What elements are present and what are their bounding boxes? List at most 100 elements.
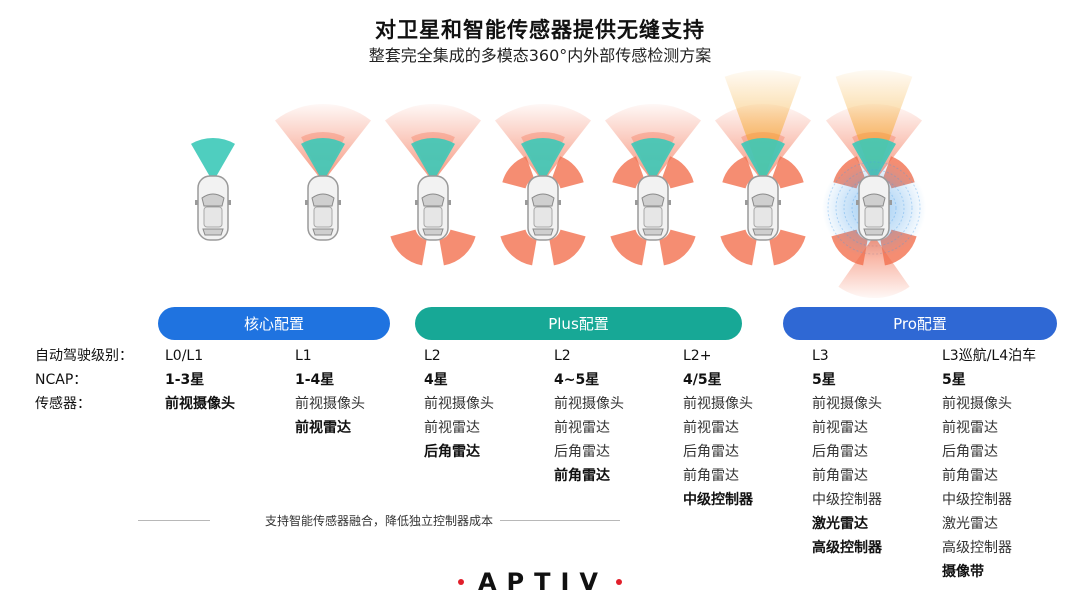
ncap-value: 4/5星 (683, 372, 722, 388)
car-windshield (311, 193, 335, 207)
car-mirror-left (305, 200, 308, 205)
sensor-item: 高级控制器 (812, 540, 882, 556)
front-camera-coverage (631, 138, 675, 182)
rear-right-radar-coverage (549, 229, 586, 266)
sensor-item: 摄像带 (942, 564, 984, 580)
rear-right-radar-coverage (659, 229, 696, 266)
car-mirror-right (778, 200, 781, 205)
sensor-item: 前视雷达 (424, 420, 480, 436)
page-title: 对卫星和智能传感器提供无缝支持 (375, 18, 705, 42)
ncap-value: 5星 (942, 372, 966, 388)
sensor-item: 前视摄像头 (683, 396, 753, 412)
car-mirror-right (448, 200, 451, 205)
sensor-item: 前视雷达 (812, 420, 868, 436)
car-mirror-right (228, 200, 231, 205)
rear-left-radar-coverage (720, 229, 757, 266)
sensor-item: 前视摄像头 (165, 396, 235, 412)
car-roof (423, 206, 443, 228)
sensor-item: 前角雷达 (812, 468, 868, 484)
config-column: L1 1-4星前视摄像头前视雷达 (295, 344, 365, 440)
level-value: L3巡航/L4泊车 (942, 348, 1037, 364)
footnote-divider-left (138, 520, 210, 521)
front-camera-coverage (411, 138, 455, 182)
sensor-item: 后角雷达 (683, 444, 739, 460)
sensor-item: 中级控制器 (812, 492, 882, 508)
rear-left-radar-coverage (500, 229, 537, 266)
sensor-item: 中级控制器 (683, 492, 753, 508)
level-value: L2 (424, 348, 441, 364)
lidar-coverage (835, 70, 913, 182)
tier-pro-badge: Pro配置 (783, 307, 1057, 340)
rear-radar-coverage (838, 236, 910, 299)
sensor-item: 激光雷达 (812, 516, 868, 532)
sensor-item: 前视摄像头 (554, 396, 624, 412)
car-roof (313, 206, 333, 228)
car-mirror-left (856, 200, 859, 205)
level-value: L3 (812, 348, 829, 364)
ncap-value: 5星 (812, 372, 836, 388)
front-left-radar-coverage (612, 156, 645, 189)
car-windshield (531, 193, 555, 207)
car-rear-window (532, 228, 554, 236)
footnote-divider-right (500, 520, 620, 521)
front-camera-coverage (741, 138, 785, 182)
car-roof (643, 206, 663, 228)
page-subtitle: 整套完全集成的多模态360°内外部传感检测方案 (368, 46, 712, 65)
level-value: L1 (295, 348, 312, 364)
car-mirror-right (338, 200, 341, 205)
car-roof (533, 206, 553, 228)
front-camera-coverage (301, 138, 345, 182)
front-left-radar-coverage (502, 156, 535, 189)
sensor-item: 前视摄像头 (942, 396, 1012, 412)
car-rear-window (312, 228, 334, 236)
car-rear-window (642, 228, 664, 236)
rear-left-radar-coverage (610, 229, 647, 266)
footnote: 支持智能传感器融合，降低独立控制器成本 (138, 510, 620, 530)
car-roof (753, 206, 773, 228)
car-mirror-right (889, 200, 892, 205)
logo-dot-right (616, 579, 623, 585)
front-right-radar-coverage (551, 156, 584, 189)
car-mirror-left (415, 200, 418, 205)
sensor-item: 前视摄像头 (424, 396, 494, 412)
logo-text: APTIV (477, 568, 609, 596)
sensor-item: 前角雷达 (683, 468, 739, 484)
sensor-item: 中级控制器 (942, 492, 1012, 508)
sensor-item: 前视摄像头 (295, 396, 365, 412)
car-mirror-left (195, 200, 198, 205)
car-windshield (641, 193, 665, 207)
sensor-item: 后角雷达 (812, 444, 868, 460)
car-rear-window (202, 228, 224, 236)
front-left-radar-coverage (722, 156, 755, 189)
front-right-radar-coverage (661, 156, 694, 189)
car-rear-window (863, 228, 885, 236)
sensor-item: 前视雷达 (295, 420, 351, 436)
rear-left-radar-coverage (390, 229, 427, 266)
sensor-item: 高级控制器 (942, 540, 1012, 556)
lidar-coverage (724, 70, 802, 182)
front-camera-coverage (521, 138, 565, 182)
car-rear-window (752, 228, 774, 236)
ncap-value: 1-4星 (295, 372, 335, 388)
car-mirror-left (745, 200, 748, 205)
car-rear-window (422, 228, 444, 236)
car-mirror-left (525, 200, 528, 205)
car-windshield (751, 193, 775, 207)
sensor-item: 后角雷达 (554, 444, 610, 460)
car-windshield (862, 193, 886, 207)
car-roof (864, 206, 884, 228)
sensor-item: 激光雷达 (942, 516, 998, 532)
row-label-sensors: 传感器： (35, 396, 91, 412)
tier-core-badge: 核心配置 (158, 307, 390, 340)
car-windshield (421, 193, 445, 207)
aptiv-logo: APTIV (0, 568, 1080, 596)
logo-dot-left (457, 579, 464, 585)
sensor-item: 前视雷达 (683, 420, 739, 436)
ncap-value: 4星 (424, 372, 448, 388)
row-label-level: 自动驾驶级别： (35, 348, 133, 364)
level-value: L2 (554, 348, 571, 364)
